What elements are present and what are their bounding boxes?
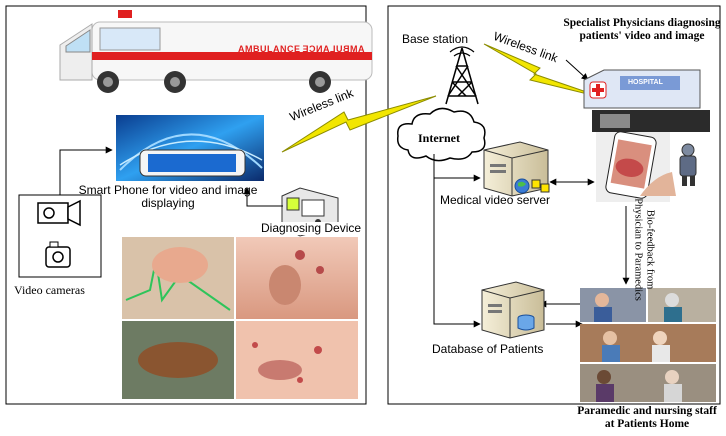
right-panel-frame xyxy=(387,5,721,405)
camera-to-phone-arrow xyxy=(59,146,113,195)
internet-label: Internet xyxy=(418,131,460,145)
database-server-icon xyxy=(481,281,545,339)
doctor-phone-icon xyxy=(596,131,676,202)
device-to-phone-arrow xyxy=(243,187,283,207)
video-camera-icon xyxy=(37,199,81,227)
wireless-bolt-left xyxy=(281,95,437,153)
antenna-tower-icon xyxy=(445,46,479,105)
smartphone-label: Smart Phone for video and image displayi… xyxy=(78,183,258,211)
bio-feedback-label: Bio-feedback from Physician to Paramedic… xyxy=(633,198,656,301)
smartphone-icon xyxy=(116,115,264,181)
base-station-label: Base station xyxy=(402,32,469,46)
base-to-hospital-arrow xyxy=(565,59,589,81)
still-camera-icon xyxy=(45,241,71,268)
internet-to-database-line xyxy=(433,154,481,328)
nursing-photos xyxy=(580,288,716,402)
patient-photos xyxy=(122,237,358,399)
robot-doctor-icon xyxy=(679,143,697,186)
hospital-sign-label: HOSPITAL xyxy=(628,79,663,86)
specialist-physicians-label: Specialist Physicians diagnosing patient… xyxy=(563,17,721,42)
video-cameras-label: Video cameras xyxy=(14,283,85,297)
left-panel-frame xyxy=(5,5,367,405)
internet-cloud-icon xyxy=(396,107,486,162)
paramedic-staff-label: Paramedic and nursing staff at Patients … xyxy=(577,405,717,430)
ambulance-mirrored-label: AMBULANCE xyxy=(302,44,365,54)
medical-video-server-label: Medical video server xyxy=(440,193,551,207)
diagnosing-device-label: Diagnosing Device xyxy=(259,221,364,236)
hospital-icon xyxy=(583,69,710,132)
ambulance-label: AMBULANCE xyxy=(238,44,301,54)
server-icon xyxy=(483,141,550,197)
database-of-patients-label: Database of Patients xyxy=(432,342,544,356)
ambulance-icon xyxy=(59,10,373,93)
